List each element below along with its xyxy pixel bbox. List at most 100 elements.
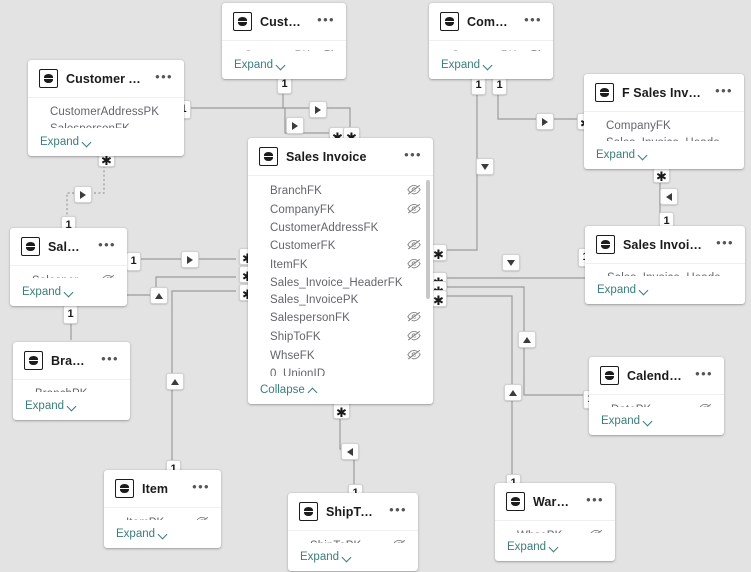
field-row[interactable]: Sales_Invoice_HeaderFK — [584, 134, 744, 142]
field-row[interactable]: SalespersonFK — [28, 120, 184, 129]
table-header[interactable]: Customer Address••• — [28, 60, 184, 98]
cross-filter-arrow-left-icon[interactable] — [660, 188, 678, 205]
table-more-options-icon[interactable]: ••• — [695, 365, 713, 381]
field-row[interactable]: CompanyPK — [429, 46, 553, 51]
table-header[interactable]: Warehouse••• — [495, 483, 615, 521]
field-row[interactable]: Salesperson... — [10, 271, 127, 278]
cardinality-one-badge[interactable]: 1 — [126, 252, 141, 271]
cross-filter-arrow-down-icon[interactable] — [502, 254, 520, 271]
table-more-options-icon[interactable]: ••• — [716, 234, 734, 250]
cross-filter-arrow-up-icon[interactable] — [504, 384, 522, 401]
table-card-sales-invoice-header[interactable]: Sales Invoice Header••• Sales_Invoice_Hea… — [585, 226, 745, 304]
field-list[interactable]: CustomerPK — [222, 41, 346, 51]
table-more-options-icon[interactable]: ••• — [586, 491, 604, 507]
field-list[interactable]: BranchPK — [13, 380, 130, 393]
field-row[interactable]: ItemPK — [104, 513, 221, 520]
cross-filter-arrow-right-icon[interactable] — [286, 117, 304, 134]
expand-button[interactable]: Expand — [584, 141, 744, 169]
table-header[interactable]: Calendar Fiscal••• — [589, 357, 724, 395]
expand-button[interactable]: Expand — [13, 392, 130, 420]
field-list[interactable]: CompanyFKSales_Invoice_HeaderFK — [584, 112, 744, 142]
expand-button[interactable]: Expand — [28, 128, 184, 156]
field-row[interactable]: CustomerAddressFK — [248, 219, 433, 236]
table-more-options-icon[interactable]: ••• — [101, 350, 119, 366]
cross-filter-arrow-right-icon[interactable] — [309, 101, 327, 118]
field-row[interactable]: ItemFK — [248, 255, 433, 274]
table-card-item[interactable]: Item••• ItemPKExpand — [104, 470, 221, 548]
table-header[interactable]: Item••• — [104, 470, 221, 508]
field-row[interactable]: Sales_InvoicePK — [248, 291, 433, 308]
expand-button[interactable]: Expand — [10, 278, 127, 306]
cardinality-one-badge[interactable]: 1 — [63, 305, 78, 324]
table-header[interactable]: Salesperson••• — [10, 228, 127, 266]
table-card-warehouse[interactable]: Warehouse•••WhsePKExpand — [495, 483, 615, 561]
field-row[interactable]: DatePK — [589, 400, 724, 407]
expand-button[interactable]: Expand — [222, 51, 346, 79]
expand-button[interactable]: Expand — [585, 276, 745, 304]
field-row[interactable]: Sales_Invoice_HeaderPK — [585, 269, 745, 277]
cross-filter-arrow-right-icon[interactable] — [181, 251, 199, 268]
table-more-options-icon[interactable]: ••• — [524, 11, 542, 27]
field-list[interactable]: CompanyPK — [429, 41, 553, 51]
table-card-f-sales-invoice-header[interactable]: F Sales Invoice Header•••CompanyFKSales_… — [584, 74, 744, 169]
field-row[interactable]: CustomerAddressPK — [28, 103, 184, 120]
cross-filter-arrow-up-icon[interactable] — [150, 287, 168, 304]
field-row[interactable]: CustomerPK — [222, 46, 346, 51]
field-row[interactable]: CustomerFK — [248, 236, 433, 255]
cardinality-many-badge[interactable]: ✱ — [333, 402, 350, 419]
table-card-calendar-fiscal[interactable]: Calendar Fiscal••• DatePKExpand — [589, 357, 724, 435]
table-more-options-icon[interactable]: ••• — [317, 11, 335, 27]
table-header[interactable]: Sales Invoice••• — [248, 138, 433, 176]
table-header[interactable]: ShipTo Address••• — [288, 493, 418, 531]
field-list[interactable]: WhsePK — [495, 521, 615, 533]
table-header[interactable]: Customer••• — [222, 3, 346, 41]
cross-filter-arrow-right-icon[interactable] — [536, 113, 554, 130]
field-list[interactable]: Salesperson... — [10, 266, 127, 278]
field-row[interactable]: WhseFK — [248, 346, 433, 365]
expand-button[interactable]: Expand — [429, 51, 553, 79]
field-list[interactable]: ShipToPK — [288, 531, 418, 543]
table-more-options-icon[interactable]: ••• — [192, 478, 210, 494]
field-row[interactable]: CompanyFK — [584, 117, 744, 134]
table-more-options-icon[interactable]: ••• — [98, 236, 116, 252]
field-list[interactable]: ItemPK — [104, 508, 221, 520]
table-header[interactable]: F Sales Invoice Header••• — [584, 74, 744, 112]
expand-button[interactable]: Expand — [288, 543, 418, 571]
cross-filter-arrow-left-icon[interactable] — [341, 443, 359, 460]
table-card-customer-address[interactable]: Customer Address•••CustomerAddressPKSale… — [28, 60, 184, 156]
table-more-options-icon[interactable]: ••• — [155, 68, 173, 84]
cross-filter-arrow-up-icon[interactable] — [166, 373, 184, 390]
table-card-shipto-address[interactable]: ShipTo Address••• ShipToPKExpand — [288, 493, 418, 571]
cross-filter-arrow-up-icon[interactable] — [518, 331, 536, 348]
table-header[interactable]: Branch••• — [13, 342, 130, 380]
table-header[interactable]: Company••• — [429, 3, 553, 41]
field-row[interactable]: BranchFK — [248, 181, 433, 200]
field-row[interactable]: Sales_Invoice_HeaderFK — [248, 274, 433, 291]
field-row[interactable]: 0_UnionID — [248, 365, 433, 377]
field-row[interactable]: ShipToFK — [248, 327, 433, 346]
expand-button[interactable]: Expand — [495, 533, 615, 561]
table-more-options-icon[interactable]: ••• — [389, 501, 407, 517]
cross-filter-arrow-right-icon[interactable] — [74, 186, 92, 203]
field-row[interactable]: SalespersonFK — [248, 308, 433, 327]
collapse-button[interactable]: Collapse — [248, 376, 433, 404]
field-row[interactable]: CompanyFK — [248, 200, 433, 219]
cross-filter-arrow-down-icon[interactable] — [476, 158, 494, 175]
table-card-customer[interactable]: Customer••• CustomerPKExpand — [222, 3, 346, 79]
field-list[interactable]: CustomerAddressPKSalespersonFK — [28, 98, 184, 129]
field-row[interactable]: ShipToPK — [288, 536, 418, 543]
table-more-options-icon[interactable]: ••• — [715, 82, 733, 98]
field-row[interactable]: BranchPK — [13, 385, 130, 393]
field-list-scrollbar[interactable] — [426, 180, 430, 372]
table-header[interactable]: Sales Invoice Header••• — [585, 226, 745, 264]
field-list[interactable]: DatePK — [589, 395, 724, 407]
expand-button[interactable]: Expand — [589, 407, 724, 435]
field-list[interactable]: Sales_Invoice_HeaderPK — [585, 264, 745, 277]
table-card-salesperson[interactable]: Salesperson••• Salesperson...Expand — [10, 228, 127, 306]
expand-button[interactable]: Expand — [104, 520, 221, 548]
table-card-company[interactable]: Company••• CompanyPKExpand — [429, 3, 553, 79]
table-more-options-icon[interactable]: ••• — [404, 146, 422, 162]
table-card-branch[interactable]: Branch••• BranchPKExpand — [13, 342, 130, 420]
